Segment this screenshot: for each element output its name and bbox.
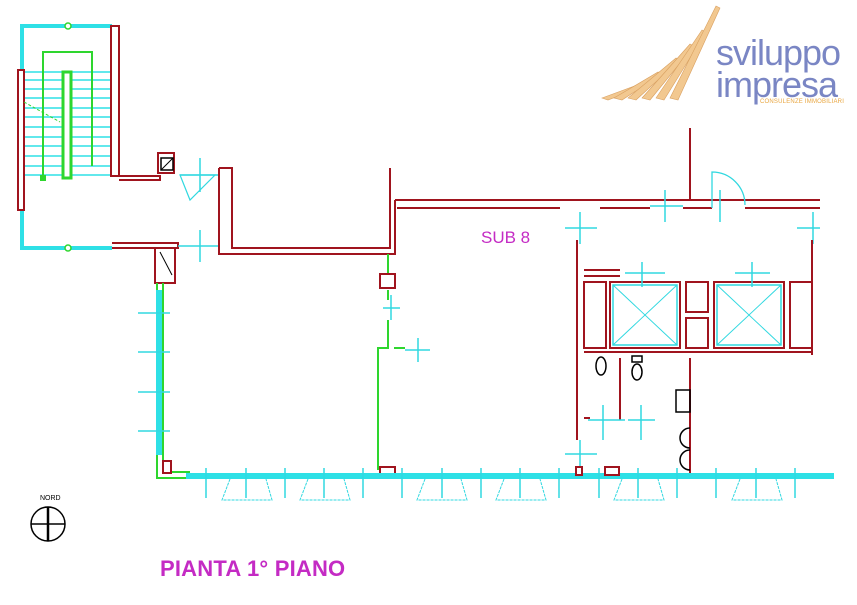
north-label: NORD [40, 495, 61, 502]
north-compass-icon [30, 506, 66, 542]
south-facade [186, 466, 834, 501]
unit-label: SUB 8 [481, 228, 531, 247]
company-logo: sviluppo impresa CONSULENZE IMMOBILIARI [598, 5, 853, 110]
plan-title: PIANTA 1° PIANO [160, 556, 346, 581]
logo-line-1: sviluppo [716, 32, 841, 73]
lift-core [576, 240, 813, 440]
corridor-walls [112, 128, 820, 284]
logo-tagline: CONSULENZE IMMOBILIARI [760, 99, 845, 105]
logo-line-2: impresa [716, 64, 838, 105]
logo-mark-icon [601, 5, 721, 101]
restrooms [565, 355, 691, 476]
stairwell [17, 22, 175, 252]
partitions [138, 254, 430, 479]
